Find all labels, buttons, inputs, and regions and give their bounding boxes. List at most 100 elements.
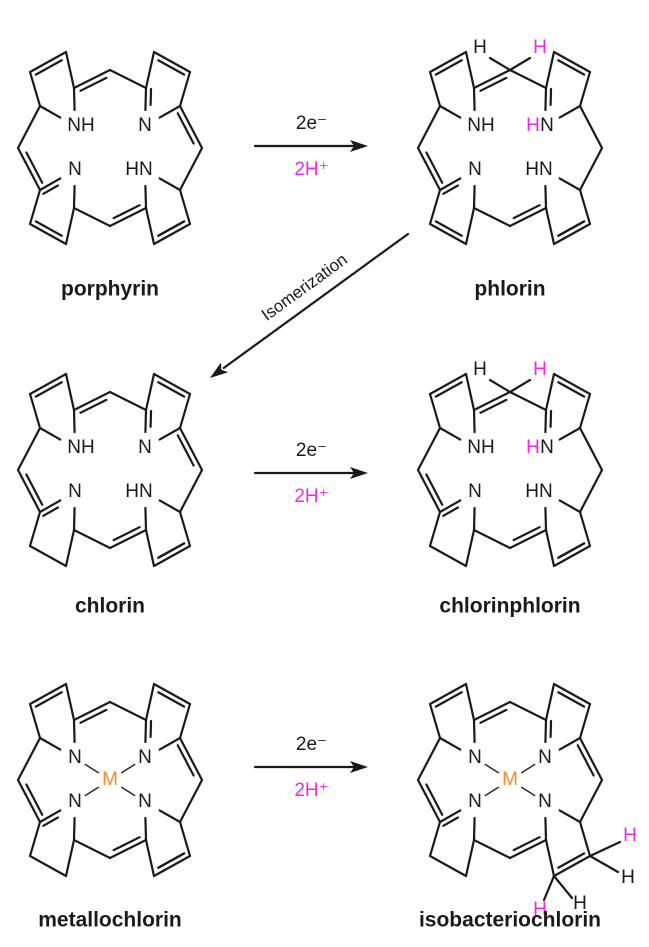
bond xyxy=(72,718,76,744)
bond xyxy=(428,70,442,108)
hn-atom: HN xyxy=(125,481,152,502)
bond xyxy=(16,778,42,824)
bond xyxy=(38,426,62,441)
bond xyxy=(472,506,476,532)
double-bond xyxy=(176,744,195,777)
bond xyxy=(158,736,182,751)
coordination-bond xyxy=(120,763,136,774)
double-bond xyxy=(157,852,186,869)
bond xyxy=(28,188,42,226)
bond xyxy=(108,700,148,722)
double-bond xyxy=(442,816,460,827)
nitrogen-atom: N xyxy=(538,747,552,768)
bond xyxy=(16,104,42,150)
compound-label: chlorinphlorin xyxy=(439,595,580,618)
bond xyxy=(16,146,42,192)
bond xyxy=(28,222,68,246)
bond xyxy=(16,426,42,472)
double-bond xyxy=(42,816,60,827)
bond xyxy=(72,838,112,860)
bond xyxy=(144,50,156,90)
ch-bond xyxy=(508,56,532,72)
bond xyxy=(552,682,592,706)
bond xyxy=(64,50,76,90)
bond xyxy=(508,390,548,412)
bond xyxy=(472,68,512,90)
bond xyxy=(578,778,604,824)
bond xyxy=(16,736,42,782)
bond xyxy=(544,372,556,412)
bond xyxy=(578,392,592,430)
bond xyxy=(552,372,592,396)
double-bond xyxy=(34,691,63,708)
bond xyxy=(544,528,556,568)
bond xyxy=(428,222,468,246)
bond xyxy=(152,544,192,568)
bond xyxy=(64,682,76,722)
bond xyxy=(544,408,548,434)
bond xyxy=(472,206,512,228)
reaction-arrow: 2e⁻2H⁺ xyxy=(253,734,368,801)
double-bond xyxy=(112,204,141,220)
bond xyxy=(178,702,192,740)
double-bond xyxy=(157,381,186,398)
bond xyxy=(72,528,112,550)
bond xyxy=(152,50,192,74)
bond xyxy=(144,506,148,532)
double-bond xyxy=(425,783,444,816)
bond xyxy=(508,206,548,228)
bond xyxy=(158,104,182,119)
bond xyxy=(28,820,42,858)
compound-label: porphyrin xyxy=(61,278,159,301)
bond xyxy=(144,682,156,722)
nh-atom: NH xyxy=(67,115,94,136)
bond xyxy=(578,468,604,514)
double-bond xyxy=(434,220,463,237)
compound-label: chlorin xyxy=(75,595,145,618)
bond xyxy=(558,104,582,119)
bond xyxy=(438,809,462,824)
double-bond xyxy=(25,473,44,506)
bond xyxy=(72,390,112,412)
bond xyxy=(428,854,468,878)
bond xyxy=(178,188,192,226)
double-bond xyxy=(176,112,195,145)
bond xyxy=(578,426,604,472)
double-bond xyxy=(34,381,63,398)
bond xyxy=(508,838,548,860)
bond xyxy=(428,820,442,858)
bond xyxy=(544,86,548,112)
bond xyxy=(472,838,512,860)
bond xyxy=(152,854,192,878)
bond xyxy=(552,50,592,74)
bond xyxy=(464,682,476,722)
reaction-arrow: 2e⁻2H⁺ xyxy=(253,440,368,507)
bond xyxy=(72,700,112,722)
bond xyxy=(438,736,462,751)
bond xyxy=(108,528,148,550)
bond xyxy=(544,682,556,722)
double-bond xyxy=(512,836,541,852)
bond xyxy=(144,718,148,744)
bond xyxy=(28,510,42,548)
electron-reagent: 2e⁻ xyxy=(296,734,327,755)
bond xyxy=(578,70,592,108)
bond xyxy=(428,392,442,430)
bond xyxy=(72,816,76,842)
double-bond xyxy=(112,526,141,542)
bond xyxy=(28,392,42,430)
bond xyxy=(508,528,548,550)
bond xyxy=(152,682,192,706)
bond xyxy=(544,838,556,878)
bond xyxy=(144,528,156,568)
bond xyxy=(158,426,182,441)
bond xyxy=(464,50,476,90)
bond xyxy=(178,70,192,108)
bond xyxy=(558,809,582,824)
bond xyxy=(28,70,42,108)
